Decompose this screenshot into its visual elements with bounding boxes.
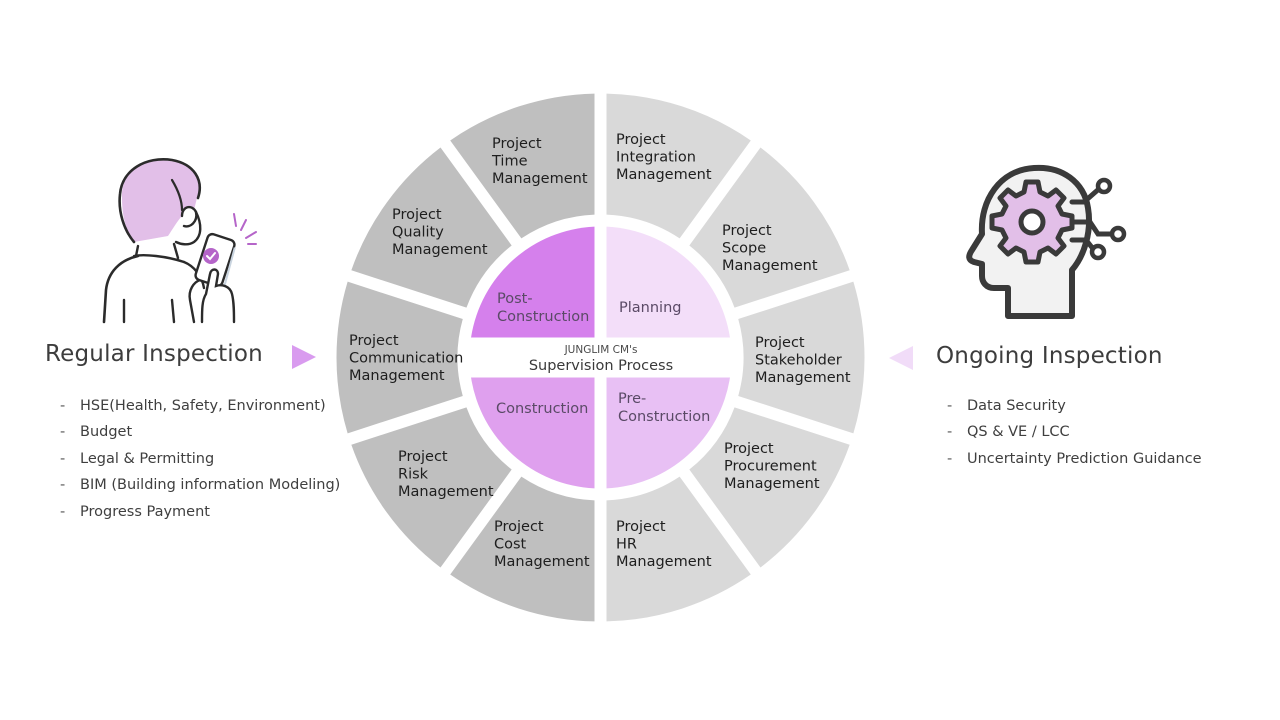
list-item: -HSE(Health, Safety, Environment) — [60, 393, 340, 419]
list-item: -BIM (Building information Modeling) — [60, 472, 340, 498]
management-area-segment — [606, 93, 751, 239]
regular-inspection-title: Regular Inspection — [45, 341, 263, 367]
regular-inspection-list: -HSE(Health, Safety, Environment) -Budge… — [60, 393, 340, 525]
list-item-text: BIM (Building information Modeling) — [80, 477, 341, 494]
regular-inspection-illustration — [98, 150, 268, 330]
bullet-dash: - — [947, 398, 953, 414]
list-item-text: Uncertainty Prediction Guidance — [967, 450, 1202, 467]
phase-label: Planning — [619, 300, 681, 316]
management-area-segment — [450, 476, 595, 622]
list-item-text: Legal & Permitting — [80, 450, 215, 467]
ongoing-inspection-title: Ongoing Inspection — [936, 343, 1163, 369]
list-item: -Progress Payment — [60, 499, 340, 525]
person-checking-phone-icon — [102, 158, 257, 324]
bullet-dash: - — [60, 398, 66, 414]
management-area-segment — [689, 147, 850, 308]
management-area-segment — [738, 281, 865, 434]
ongoing-inspection-list: -Data Security -QS & VE / LCC -Uncertain… — [947, 393, 1202, 472]
list-item: -Budget — [60, 419, 340, 445]
list-item-text: Progress Payment — [80, 503, 210, 520]
wheel-center-caption: JUNGLIM CM's Supervision Process — [529, 344, 673, 374]
bullet-dash: - — [60, 424, 66, 441]
list-item: -QS & VE / LCC — [947, 419, 1202, 445]
arrow-left-icon — [889, 346, 913, 370]
list-item-text: Budget — [80, 424, 133, 441]
bullet-dash: - — [60, 503, 66, 520]
bullet-dash: - — [60, 450, 66, 467]
phase-quadrant — [606, 377, 730, 489]
phase-label: Post-Construction — [497, 291, 589, 325]
management-area-segments — [336, 93, 865, 622]
phase-quadrant — [471, 226, 595, 338]
phase-label: Pre-Construction — [618, 391, 710, 425]
management-area-segment — [351, 147, 512, 308]
list-item: -Uncertainty Prediction Guidance — [947, 446, 1202, 472]
management-area-segment — [606, 476, 751, 622]
list-item: -Legal & Permitting — [60, 446, 340, 472]
phase-quadrants — [471, 226, 730, 489]
bullet-dash: - — [947, 450, 953, 467]
management-area-segment — [336, 281, 463, 434]
management-area-segment — [689, 407, 850, 568]
list-item-text: QS & VE / LCC — [967, 424, 1070, 441]
list-item-text: Data Security — [967, 398, 1066, 414]
list-item: -Data Security — [947, 393, 1202, 419]
arrow-right-icon — [292, 345, 316, 369]
list-item-text: HSE(Health, Safety, Environment) — [80, 398, 326, 414]
phase-quadrant — [606, 226, 730, 338]
bullet-dash: - — [60, 477, 66, 494]
management-area-segment — [450, 93, 595, 239]
phase-quadrant — [471, 377, 595, 489]
bullet-dash: - — [947, 424, 953, 441]
phase-label: Construction — [496, 401, 588, 417]
management-area-segment — [351, 407, 512, 568]
center-title: Supervision Process — [529, 358, 673, 374]
head-gear-circuit-icon — [966, 164, 1127, 319]
center-subtitle: JUNGLIM CM's — [564, 344, 638, 356]
ongoing-inspection-illustration — [960, 160, 1130, 325]
